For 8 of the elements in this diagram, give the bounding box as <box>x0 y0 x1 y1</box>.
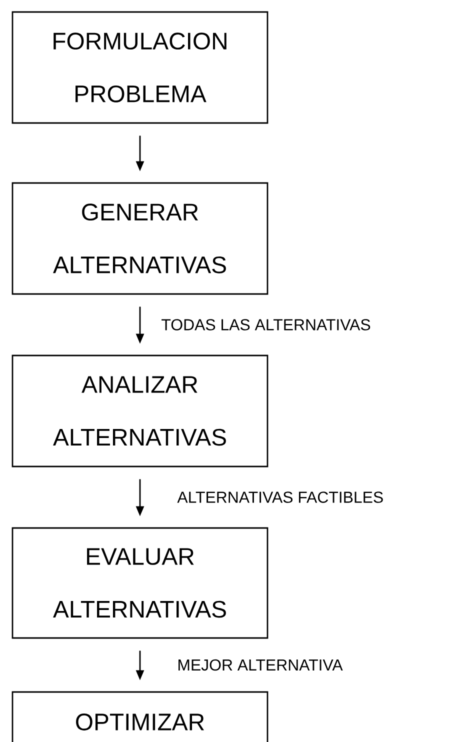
edge-label: TODAS LAS ALTERNATIVAS <box>162 319 370 330</box>
process-box: ANALIZAR ALTERNATIVAS <box>12 354 268 468</box>
process-box: EVALUAR ALTERNATIVAS <box>12 527 268 639</box>
edge-label: ALTERNATIVAS FACTIBLES <box>177 492 383 503</box>
process-box: OPTIMIZAR <box>12 691 268 742</box>
edge-label: MEJOR ALTERNATIVA <box>178 659 343 671</box>
process-box: FORMULACION PROBLEMA <box>12 11 268 124</box>
process-box: GENERAR ALTERNATIVAS <box>12 182 268 295</box>
